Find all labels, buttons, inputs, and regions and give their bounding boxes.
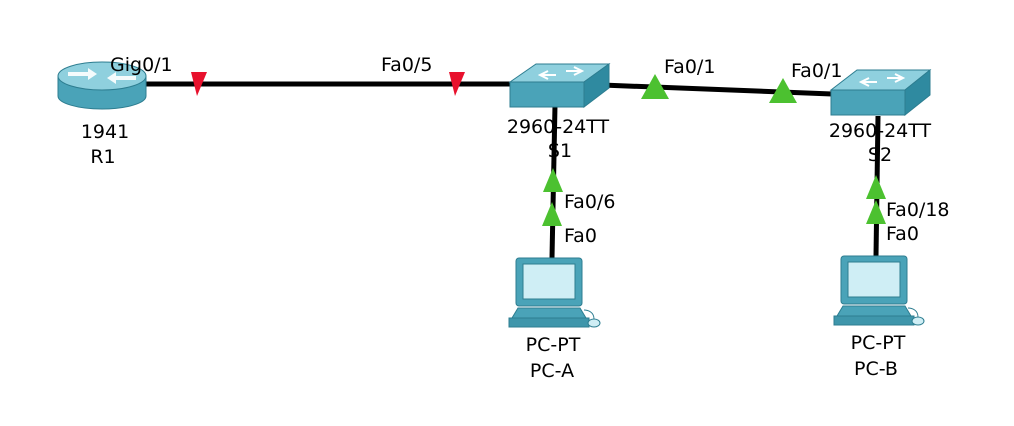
router-r1-model: 1941	[81, 121, 129, 143]
pc-a[interactable]: PC-PT PC-A	[508, 257, 601, 382]
link-up-indicator-pca-fa0	[542, 202, 562, 226]
port-label-s2-fa0-18: Fa0/18	[886, 199, 950, 221]
switch-s2-name: S2	[868, 144, 892, 166]
pc-icon	[508, 257, 601, 328]
link-status-indicators	[191, 72, 886, 226]
switch-s2-model: 2960-24TT	[829, 120, 932, 142]
switch-s1-model: 2960-24TT	[507, 116, 610, 138]
link-up-indicator-s1-fa0-6	[543, 168, 563, 192]
link-up-indicator-s1-fa0-1	[641, 74, 669, 99]
pc-icon	[833, 255, 925, 326]
link-up-indicator-pcb-fa0	[866, 200, 886, 224]
switch-s1[interactable]: 2960-24TT S1	[507, 63, 611, 162]
router-icon	[57, 61, 147, 110]
port-label-s1-fa0-5: Fa0/5	[381, 54, 432, 76]
router-r1-name: R1	[90, 146, 115, 168]
port-label-pcb-fa0: Fa0	[886, 223, 919, 245]
pc-a-model: PC-PT	[526, 334, 581, 356]
switch-icon	[508, 63, 611, 109]
link-up-indicator-s2-fa0-18	[866, 175, 886, 199]
switch-s1-name: S1	[548, 140, 572, 162]
link-down-indicator-r1-gig0-1	[191, 72, 207, 96]
router-r1[interactable]: 1941 R1	[57, 61, 147, 168]
port-label-r1-gig0-1: Gig0/1	[110, 54, 173, 76]
switch-s2[interactable]: 2960-24TT S2	[829, 68, 932, 166]
pc-b[interactable]: PC-PT PC-B	[833, 255, 925, 380]
link-down-indicator-s1-fa0-5	[449, 72, 465, 96]
link-s1-s2[interactable]	[601, 82, 833, 97]
port-label-pca-fa0: Fa0	[564, 225, 597, 247]
pc-a-name: PC-A	[530, 360, 574, 382]
pc-b-model: PC-PT	[851, 332, 906, 354]
port-label-s2-fa0-1: Fa0/1	[791, 60, 842, 82]
switch-icon	[829, 68, 932, 117]
links	[140, 81, 881, 259]
link-up-indicator-s2-fa0-1	[769, 78, 797, 103]
pc-b-name: PC-B	[854, 358, 898, 380]
port-labels: Gig0/1 Fa0/5 Fa0/1 Fa0/1 Fa0/6 Fa0 Fa0/1…	[110, 54, 950, 247]
port-label-s1-fa0-6: Fa0/6	[564, 191, 615, 213]
port-label-s1-fa0-1: Fa0/1	[664, 56, 715, 78]
